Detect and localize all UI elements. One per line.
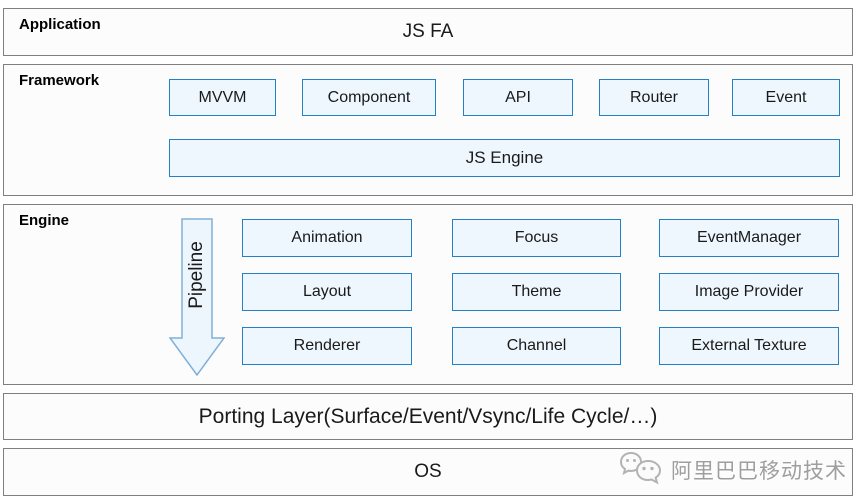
watermark: 阿里巴巴移动技术 <box>619 450 847 490</box>
engine-box-layout: Layout <box>242 273 412 311</box>
layer-engine: Engine Pipeline Animation Focus EventMan… <box>3 204 853 385</box>
js-fa-node: JS FA <box>402 21 454 42</box>
wechat-chat-bubbles-icon <box>619 451 662 485</box>
framework-box-mvvm: MVVM <box>169 79 276 116</box>
engine-layer-label: Engine <box>19 212 70 229</box>
layer-framework: Framework MVVM Component API Router Even… <box>3 64 853 196</box>
os-layer-text: OS <box>414 461 442 482</box>
engine-box-eventmanager: EventManager <box>659 219 839 257</box>
framework-box-api: API <box>463 79 573 116</box>
engine-box-image-provider: Image Provider <box>659 273 839 311</box>
engine-box-channel: Channel <box>452 327 621 365</box>
layer-porting: Porting Layer(Surface/Event/Vsync/Life C… <box>3 393 853 440</box>
application-layer-label: Application <box>19 16 101 33</box>
engine-box-external-texture: External Texture <box>659 327 839 365</box>
engine-box-focus: Focus <box>452 219 621 257</box>
layer-os: OS <box>3 448 853 496</box>
framework-layer-label: Framework <box>19 72 100 89</box>
framework-box-event: Event <box>732 79 840 116</box>
engine-box-theme: Theme <box>452 273 621 311</box>
pipeline-down-arrow-icon <box>169 218 225 376</box>
engine-box-animation: Animation <box>242 219 412 257</box>
framework-box-router: Router <box>599 79 709 116</box>
layer-application: Application JS FA <box>3 8 853 56</box>
porting-layer-text: Porting Layer(Surface/Event/Vsync/Life C… <box>198 404 658 428</box>
engine-box-renderer: Renderer <box>242 327 412 365</box>
framework-box-component: Component <box>302 79 436 116</box>
watermark-text: 阿里巴巴移动技术 <box>671 460 847 483</box>
framework-box-js-engine: JS Engine <box>169 139 840 177</box>
pipeline-label: Pipeline <box>186 241 207 309</box>
